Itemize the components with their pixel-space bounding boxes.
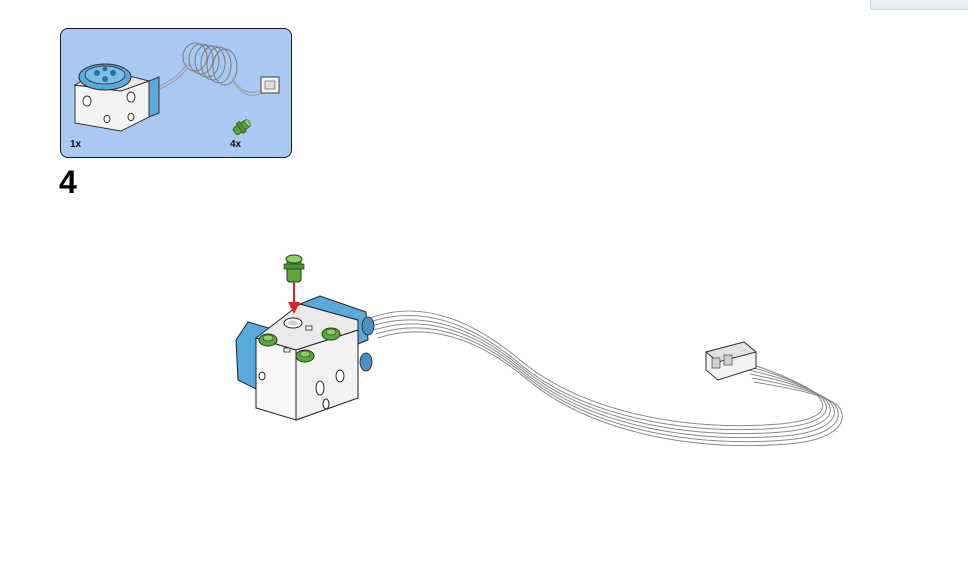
peg-front [295, 349, 315, 363]
connector-peg-quantity: 4x [230, 139, 242, 150]
inserted-pegs [258, 327, 341, 363]
peg-to-insert [283, 254, 305, 283]
insert-arrow [288, 282, 300, 314]
servo-motor-quantity: 1x [70, 139, 82, 150]
peg-left [258, 333, 278, 347]
peg-right [321, 327, 341, 341]
cable-connector [704, 341, 758, 381]
window-tab-edge [870, 0, 968, 10]
connector-peg-part-image [232, 119, 251, 136]
parts-list-box: 1x 4x [60, 28, 292, 158]
servo-motor-part-image [73, 42, 280, 132]
step-number: 4 [59, 164, 77, 200]
